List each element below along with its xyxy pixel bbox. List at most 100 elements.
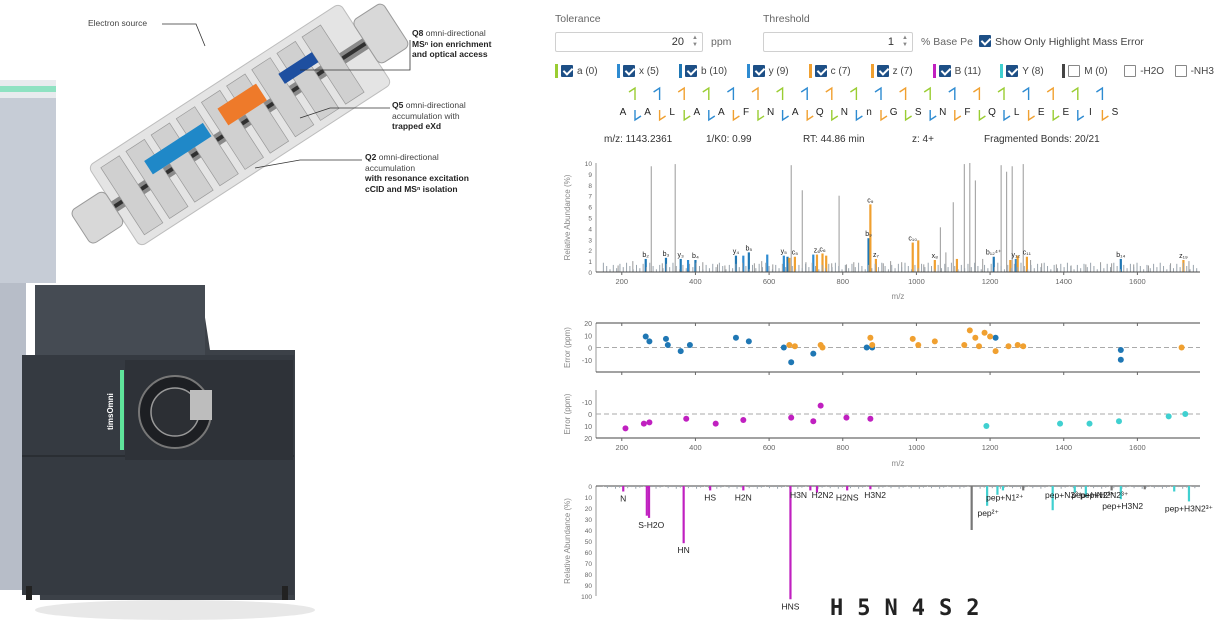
ion-filter-label: a (0): [577, 66, 598, 77]
cleavage-marker: [1027, 110, 1035, 122]
mirror-peak-label: H2NS: [836, 492, 859, 502]
spectrum-y-tick-label: 2: [588, 248, 592, 255]
spectrum-x-tick-label: 1000: [908, 277, 925, 286]
error1-point: [642, 333, 649, 340]
threshold-spinner-icon[interactable]: ▲▼: [902, 35, 908, 48]
ion-color-swatch: [617, 64, 620, 78]
mirror-peak-label: N: [620, 494, 626, 504]
spectrum-peak-label: c₁₀: [908, 236, 917, 243]
highlight-mass-error-checkbox[interactable]: [979, 35, 991, 47]
error1-point: [987, 333, 994, 340]
cleavage-marker: [634, 110, 642, 122]
q2-text2: accumulation: [365, 162, 416, 173]
spectrum-x-title: m/z: [892, 292, 905, 301]
ion-filter-checkbox[interactable]: [685, 65, 697, 77]
mirror-peak-label: H3N2: [864, 490, 886, 500]
error2-y-tick-label: 20: [584, 436, 592, 443]
spectrum-y-tick-label: 9: [588, 172, 592, 179]
highlight-mass-error-label: Show Only Highlight Mass Error: [995, 36, 1144, 48]
ion-filter-checkbox[interactable]: [1068, 65, 1081, 77]
q5-title: Q5: [392, 100, 404, 110]
q2-title: Q2: [365, 152, 377, 162]
spectrum-y-tick-label: 6: [588, 205, 592, 212]
q2-text4: cCID and MSⁿ isolation: [365, 183, 458, 194]
ion-filter-checkbox[interactable]: [1006, 65, 1019, 77]
spectrum-y-tick-label: 5: [588, 216, 592, 223]
ion-filter-checkbox[interactable]: [876, 65, 889, 77]
spectrum-y-tick-label: 3: [588, 237, 592, 244]
sequence-residue: L: [669, 107, 675, 118]
error1-point: [976, 343, 983, 350]
spectrum-x-tick-label: 800: [836, 277, 849, 286]
error2-point: [683, 415, 690, 422]
brand-label: timsOmni: [106, 393, 115, 430]
spectrum-peak-label: c₁₁: [1023, 250, 1032, 257]
mirror-peak-label: H2N: [735, 492, 752, 502]
spectrum-peak-label: b₅: [745, 245, 752, 252]
tolerance-input[interactable]: 20 ▲▼: [555, 32, 703, 52]
cleavage-markers: [628, 86, 1109, 122]
spectrum-peak-label: b₉: [865, 231, 872, 238]
spectrum-peak-label: y₁₂: [1012, 252, 1021, 259]
ion-filter-checkbox[interactable]: [938, 65, 951, 77]
ion-filter-checkbox[interactable]: [1174, 65, 1187, 77]
cleavage-marker: [880, 110, 888, 122]
precursor-mz: m/z: 1143.2361: [604, 134, 673, 145]
mirror-peak-label: S-H2O: [638, 520, 664, 530]
threshold-label: Threshold: [763, 13, 810, 25]
y-axis-title: Relative Abundance (%): [563, 174, 572, 260]
spectrum-x-tick-label: 1200: [982, 277, 999, 286]
error2-point: [1086, 420, 1093, 427]
error1-point: [867, 334, 874, 341]
cleavage-marker: [1071, 86, 1079, 100]
retention-time: RT: 44.86 min: [803, 134, 865, 145]
q5-text: omni-directional: [405, 100, 466, 110]
threshold-input[interactable]: 1 ▲▼: [763, 32, 913, 52]
mirror-peak-label: pep+N1²⁺: [986, 492, 1024, 502]
error2-point: [843, 414, 850, 421]
mirror-y-tick-label: 60: [585, 550, 593, 557]
cleavage-marker: [800, 86, 808, 100]
cleavage-marker: [751, 86, 759, 100]
mirror-peak-label: pep²⁺: [977, 508, 999, 518]
sequence-residue: A: [693, 107, 701, 118]
ion-filter-checkbox[interactable]: [814, 65, 827, 77]
cleavage-marker: [855, 110, 863, 122]
spectrum-peak-label: b₃: [663, 251, 670, 258]
ion-filter-checkbox[interactable]: [561, 65, 573, 77]
tolerance-value: 20: [671, 36, 684, 48]
error1-point: [662, 335, 669, 342]
mirror-peak-label: H3N: [790, 490, 807, 500]
ion-optics-assembly: [71, 3, 409, 246]
ion-filter-checkbox[interactable]: [752, 65, 765, 77]
ion-color-swatch: [1062, 64, 1066, 78]
q5-callout: Q5 omni-directional accumulation with tr…: [392, 100, 466, 132]
error1-point: [961, 342, 968, 349]
cleavage-marker: [628, 86, 636, 100]
error2-x-title: m/z: [892, 459, 905, 468]
cleavage-marker: [1003, 110, 1011, 122]
y-axis-title: Relative Abundance (%): [563, 498, 572, 584]
glycan-composition: H5N4S2: [830, 596, 994, 621]
error2-point: [983, 423, 990, 429]
spectrum-y-tick-label: 7: [588, 194, 592, 201]
electron-source-callout: Electron source: [88, 18, 147, 29]
spectrum-x-tick-label: 200: [616, 277, 629, 286]
ion-filter-label: M (0): [1084, 66, 1108, 77]
spectrum-peak-label: z₁₉: [1179, 253, 1188, 260]
mirror-y-tick-label: 30: [585, 517, 593, 524]
error1-point: [863, 344, 870, 351]
ion-filter-label: z (7): [892, 66, 913, 77]
spectrum-x-tick-label: 600: [763, 277, 776, 286]
cleavage-marker: [776, 86, 784, 100]
status-light-bar: [0, 86, 56, 92]
instrument-drawing: timsOmni: [0, 3, 411, 620]
ion-filter-checkbox[interactable]: [623, 65, 635, 77]
tolerance-spinner-icon[interactable]: ▲▼: [692, 35, 698, 48]
error1-point: [931, 338, 938, 345]
spectrum-peak-label: b₁₂⁴⁺: [986, 250, 1002, 257]
ion-filter-label: b (10): [701, 66, 728, 77]
ion-filter-checkbox[interactable]: [1124, 65, 1137, 77]
error1-point: [786, 342, 793, 349]
